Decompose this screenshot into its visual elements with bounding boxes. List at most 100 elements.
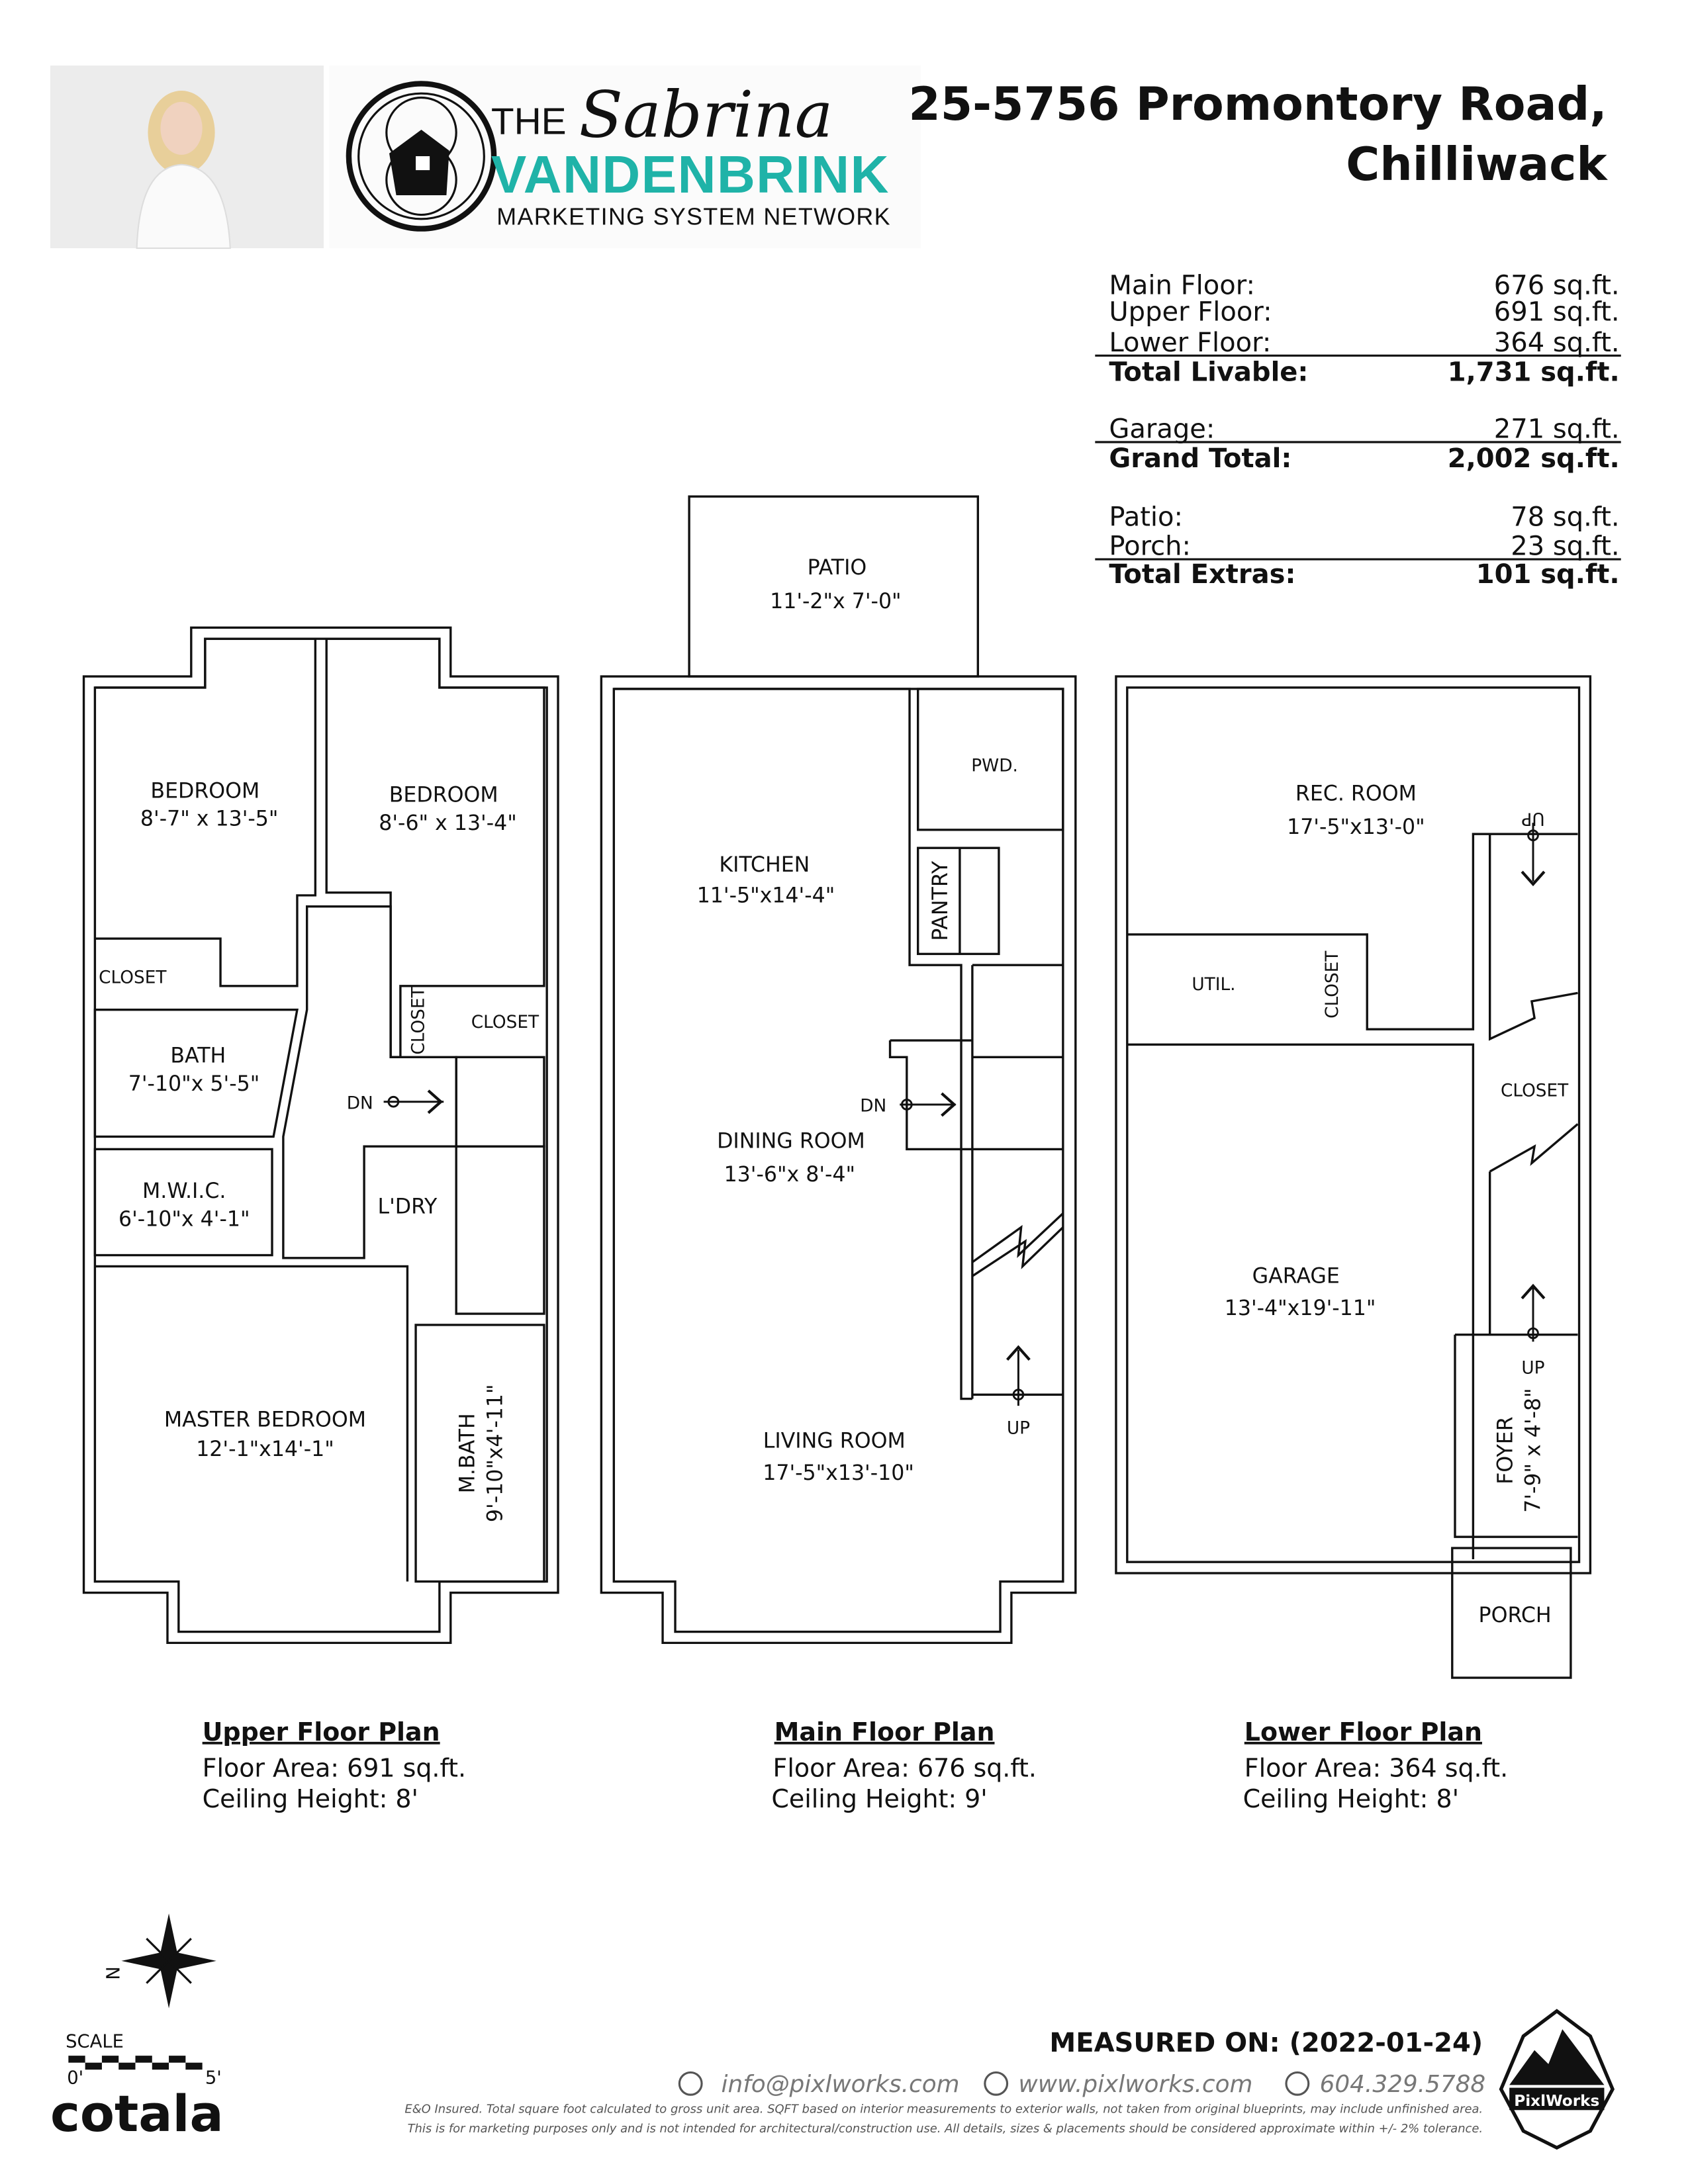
scale-label: SCALE — [66, 2031, 124, 2052]
phone-icon — [1285, 2071, 1310, 2096]
area-label: Patio: — [1109, 502, 1183, 532]
brand-logo: THE Sabrina VANDENBRINK MARKETING SYSTEM… — [329, 66, 921, 249]
room-name: FOYER — [1493, 1416, 1517, 1484]
room-name: KITCHEN — [719, 853, 810, 877]
address-line-1: 25-5756 Promontory Road, — [908, 77, 1607, 131]
stair-label: DN — [860, 1097, 886, 1116]
lower-caption: Lower Floor Plan Floor Area: 364 sq.ft. … — [1243, 1717, 1509, 1813]
area-value: 691 sq.ft. — [1494, 297, 1620, 328]
room-name: CLOSET — [1323, 950, 1342, 1019]
phone-number[interactable]: 604.329.5788 — [1320, 2071, 1486, 2098]
room-dim: 12'-1"x14'-1" — [196, 1437, 334, 1461]
ceiling-height: Ceiling Height: 8' — [203, 1784, 418, 1813]
room-name: L'DRY — [377, 1195, 438, 1218]
room-name: LIVING ROOM — [763, 1429, 906, 1453]
room-name: CLOSET — [471, 1013, 539, 1032]
address-line-2: Chilliwack — [1346, 138, 1608, 191]
stair-arrow-icon — [1521, 1283, 1546, 1300]
room-name: REC. ROOM — [1295, 782, 1417, 806]
stair-label: DN — [347, 1093, 373, 1113]
compass-rose-icon: N — [101, 1913, 216, 2009]
agent-photo — [50, 66, 324, 250]
area-value: 78 sq.ft. — [1511, 502, 1619, 532]
room-name: PWD. — [971, 756, 1018, 776]
floor-area: Floor Area: 691 sq.ft. — [203, 1754, 466, 1783]
area-label: Porch: — [1109, 531, 1191, 562]
area-label: Main Floor: — [1109, 271, 1255, 301]
cotala-logo: cotala — [50, 2085, 224, 2143]
disclaimer-line-2: This is for marketing purposes only and … — [408, 2122, 1483, 2136]
website-link[interactable]: www.pixlworks.com — [1018, 2071, 1252, 2098]
area-total-label: Total Livable: — [1109, 357, 1308, 387]
room-dim: 13'-4"x19'-11" — [1225, 1297, 1376, 1320]
upper-floor-plan: BEDROOM 8'-7" x 13'-5" BEDROOM 8'-6" x 1… — [82, 626, 559, 1645]
pixlworks-badge: PixlWorks — [1499, 2009, 1615, 2150]
room-dim: 13'-6"x 8'-4" — [724, 1163, 855, 1187]
area-total-label: Grand Total: — [1109, 443, 1291, 474]
stair-label: UP — [1007, 1418, 1030, 1438]
area-label: Upper Floor: — [1109, 297, 1272, 328]
ceiling-height: Ceiling Height: 9' — [771, 1784, 987, 1813]
plan-title: Main Floor Plan — [774, 1717, 995, 1747]
room-name: MASTER BEDROOM — [164, 1408, 366, 1432]
area-value: 271 sq.ft. — [1494, 414, 1620, 445]
room-name: M.BATH — [456, 1413, 480, 1493]
room-dim: 7'-9" x 4'-8" — [1522, 1388, 1546, 1512]
stair-arrow-icon — [941, 1092, 957, 1117]
floor-area: Floor Area: 676 sq.ft. — [773, 1754, 1037, 1783]
room-dim: 11'-5"x14'-4" — [697, 884, 835, 907]
room-dim: 8'-7" x 13'-5" — [140, 807, 279, 831]
area-total-value: 101 sq.ft. — [1476, 559, 1620, 590]
area-label: Garage: — [1109, 414, 1215, 445]
room-name: M.W.I.C. — [142, 1179, 226, 1203]
room-name: PATIO — [808, 556, 867, 580]
floor-area: Floor Area: 364 sq.ft. — [1244, 1754, 1508, 1783]
room-name: CLOSET — [99, 968, 167, 988]
area-value: 23 sq.ft. — [1511, 531, 1619, 562]
room-name: UTIL. — [1192, 975, 1235, 995]
stair-label: UP — [1521, 1359, 1544, 1379]
area-value: 676 sq.ft. — [1494, 271, 1620, 301]
room-dim: 7'-10"x 5'-5" — [128, 1072, 259, 1096]
compass-north: N — [101, 1966, 122, 1979]
plan-title: Upper Floor Plan — [203, 1717, 440, 1747]
stair-arrow-icon — [427, 1089, 444, 1115]
area-total-value: 1,731 sq.ft. — [1448, 357, 1620, 387]
email-icon — [678, 2071, 703, 2096]
badge-text: PixlWorks — [1514, 2092, 1599, 2110]
lower-floor-plan: REC. ROOM 17'-5"x13'-0" UP UTIL. CLOSET … — [1115, 675, 1592, 1679]
stair-label: UP — [1521, 809, 1544, 829]
room-name: CLOSET — [1501, 1081, 1569, 1101]
room-name: GARAGE — [1252, 1265, 1340, 1289]
room-dim: 17'-5"x13'-0" — [1287, 815, 1425, 839]
main-floor-plan: PATIO 11'-2"x 7'-0" PWD. KITCHEN 11'-5"x… — [600, 495, 1077, 1645]
mountain-icon — [1509, 2029, 1605, 2085]
room-name: PORCH — [1479, 1604, 1552, 1627]
scale-end: 5' — [205, 2068, 222, 2088]
logo-the: THE — [491, 100, 567, 142]
area-value: 364 sq.ft. — [1494, 328, 1620, 358]
room-name: DINING ROOM — [717, 1129, 865, 1153]
room-name: BEDROOM — [389, 784, 498, 807]
area-total-value: 2,002 sq.ft. — [1448, 443, 1620, 474]
globe-icon — [984, 2071, 1009, 2096]
disclaimer-line-1: E&O Insured. Total square foot calculate… — [404, 2103, 1483, 2116]
logo-name: VANDENBRINK — [491, 145, 889, 204]
area-summary-table: Main Floor: 676 sq.ft. Upper Floor: 691 … — [1095, 271, 1621, 590]
room-dim: 9'-10"x4'-11" — [484, 1385, 508, 1523]
room-name: BEDROOM — [150, 779, 259, 803]
logo-script: Sabrina — [579, 77, 833, 152]
main-caption: Main Floor Plan Floor Area: 676 sq.ft. C… — [771, 1717, 1037, 1813]
logo-tagline: MARKETING SYSTEM NETWORK — [496, 203, 890, 230]
room-name: CLOSET — [409, 986, 429, 1054]
room-dim: 17'-5"x13'-10" — [763, 1461, 914, 1485]
stair-arrow-icon — [1006, 1345, 1031, 1361]
email-link[interactable]: info@pixlworks.com — [722, 2071, 960, 2098]
measured-date: MEASURED ON: (2022-01-24) — [1049, 2028, 1483, 2058]
scale-bar: SCALE 0' 5' — [66, 2031, 222, 2088]
scale-start: 0' — [67, 2068, 83, 2088]
room-name: BATH — [170, 1044, 226, 1068]
plan-title: Lower Floor Plan — [1244, 1717, 1482, 1747]
house-emblem-icon — [346, 81, 497, 232]
